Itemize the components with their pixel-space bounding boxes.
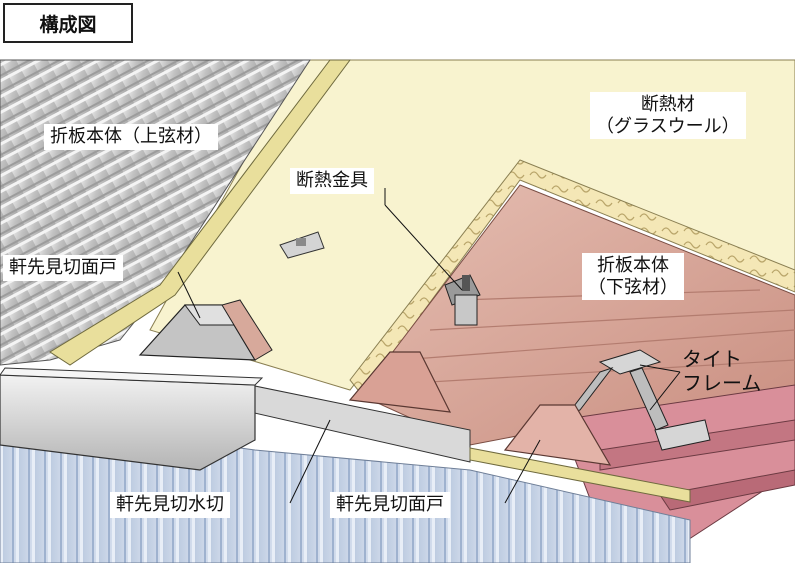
tight-frame-label: タイト フレーム <box>676 345 767 397</box>
tight-frame-part <box>566 349 711 451</box>
eave-closure-top-label: 軒先見切面戸 <box>3 255 123 281</box>
insulation-label: 断熱材 （グラスウール） <box>590 92 746 140</box>
upper-roof-edge <box>49 59 351 366</box>
insulation-bracket-part <box>444 274 481 326</box>
tight-frame-label-line1: タイト <box>682 347 742 371</box>
eave-flashing-label: 軒先見切水切 <box>110 492 230 518</box>
insulation-label-line2: （グラスウール） <box>596 115 740 137</box>
leader-lines <box>177 188 681 504</box>
page-title: 構成図 <box>3 3 133 43</box>
lower-chord-label-line2: （下弦材） <box>588 276 678 298</box>
lower-chord-label: 折板本体 （下弦材） <box>582 253 684 301</box>
insulation-label-line1: 断熱材 <box>640 94 695 115</box>
eave-trim-line <box>469 447 691 503</box>
gutter-lip <box>0 367 264 386</box>
lower-chord-label-line1: 折板本体 <box>597 255 669 276</box>
eave-closure-upper-part <box>138 299 273 361</box>
tight-frame-label-line2: フレーム <box>682 371 762 395</box>
upper-chord-label: 折板本体（上弦材） <box>44 124 218 150</box>
eave-closure-bottom-label: 軒先見切面戸 <box>330 492 450 518</box>
insulation-clip-upper <box>279 231 325 259</box>
insulation-bracket-label: 断熱金具 <box>290 168 374 194</box>
eave-closure-lower-part <box>348 351 612 466</box>
